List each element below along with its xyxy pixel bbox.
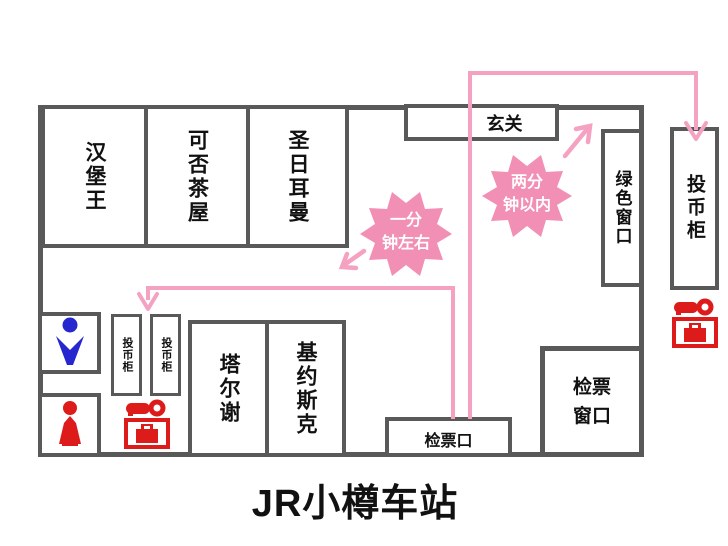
page-title: JR小樽车站 (251, 483, 459, 525)
room-tarche: 塔尔谢 (188, 320, 269, 457)
male-toilet-icon (55, 317, 85, 370)
one-minute-line1: 一分 (389, 212, 422, 229)
coin-locker-outside-label: 投币柜 (684, 174, 705, 243)
coin-locker-key-suitcase-icon-outside (670, 296, 720, 348)
female-toilet-room (38, 393, 101, 457)
room-kiosk: 基约斯克 (265, 320, 346, 457)
one-minute-callout: 一分 钟左右 (360, 209, 452, 255)
room-label-burger-king: 汉堡王 (83, 140, 106, 213)
room-teahouse: 可否茶屋 (144, 105, 250, 248)
entrance-hall: 玄关 (404, 104, 559, 141)
green-window-label: 绿色窗口 (612, 170, 632, 246)
ticket-gate-label: 检票口 (424, 433, 473, 450)
room-burger-king: 汉堡王 (41, 105, 148, 248)
coin-locker-outside: 投币柜 (670, 127, 719, 290)
coin-locker-cabinet-2: 投币柜 (150, 314, 181, 396)
coin-locker-cabinet-1: 投币柜 (111, 314, 142, 396)
entrance-label: 玄关 (486, 113, 523, 134)
coin-locker-2-label: 投币柜 (160, 337, 172, 373)
ticket-inspection-window: 检票 窗口 (540, 346, 644, 457)
room-label-kiosk: 基约斯克 (294, 340, 317, 437)
room-label-saint-germain: 圣日耳曼 (286, 128, 309, 225)
two-minutes-callout: 两分 钟以内 (481, 171, 573, 217)
ticket-window-label-line1: 检票 (572, 376, 611, 398)
room-saint-germain: 圣日耳曼 (246, 105, 349, 248)
one-minute-line2: 钟左右 (381, 235, 430, 252)
two-minutes-line1: 两分 (510, 174, 543, 191)
coin-locker-key-suitcase-icon-inside (122, 397, 172, 449)
room-label-tarche: 塔尔谢 (217, 352, 240, 425)
male-toilet-room (38, 312, 101, 374)
two-minutes-line2: 钟以内 (502, 197, 551, 214)
room-label-teahouse: 可否茶屋 (185, 128, 209, 225)
ticket-gate: 检票口 (385, 417, 512, 457)
green-ticket-window: 绿色窗口 (601, 129, 643, 287)
coin-locker-1-label: 投币柜 (121, 337, 133, 373)
ticket-window-label-line2: 窗口 (572, 405, 611, 427)
female-toilet-icon (56, 400, 84, 451)
